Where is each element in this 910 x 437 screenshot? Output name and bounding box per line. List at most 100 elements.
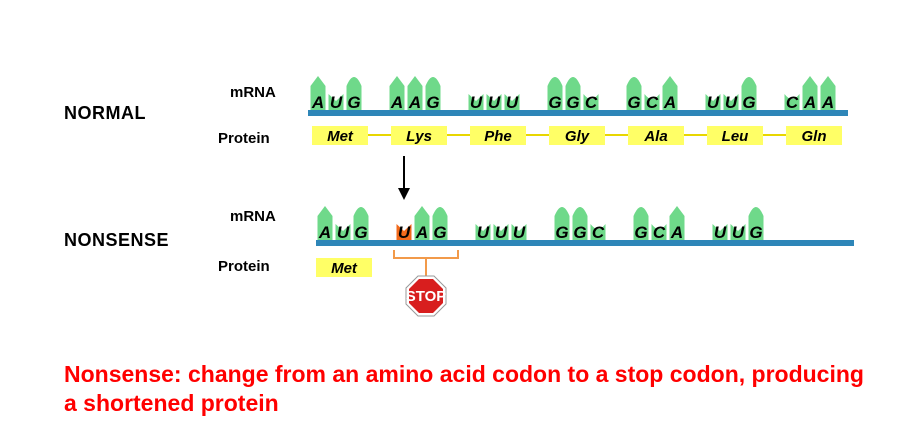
normal-base-letter: U [725,93,738,112]
nonsense-nucleotide [353,207,369,240]
nonsense-base-letter: G [555,223,568,242]
nonsense-nucleotide [651,224,667,240]
normal-amino-acid-label: Ala [643,128,667,145]
nonsense-base-letter: G [749,223,762,242]
normal-amino-acid-box [470,126,526,145]
nonsense-base-letter: G [433,223,446,242]
normal-base-letter: C [646,93,659,112]
normal-amino-acid-label: Phe [484,128,512,145]
nonsense-amino-acid-label: Met [331,260,358,277]
nonsense-nucleotide [317,206,333,240]
normal-amino-acid-box [549,126,605,145]
normal-base-letter: G [566,93,579,112]
nonsense-nucleotide [712,224,728,240]
nonsense-base-letter: U [513,223,526,242]
normal-amino-acid-box [312,126,368,145]
normal-base-letter: A [390,93,403,112]
nonsense-nucleotide [414,206,430,240]
nonsense-base-letter: U [732,223,745,242]
normal-protein-label: Protein [218,130,270,147]
normal-base-letter: U [707,93,720,112]
nonsense-base-letter: C [653,223,666,242]
normal-base-letter: A [821,93,834,112]
nonsense-base-letter: G [354,223,367,242]
normal-nucleotide [425,77,441,110]
nonsense-nucleotide [493,224,509,240]
normal-nucleotide [468,94,484,110]
normal-nucleotide [802,76,818,110]
nonsense-nucleotide [432,207,448,240]
nonsense-nucleotide [669,206,685,240]
normal-mrna-label: mRNA [230,84,276,101]
nonsense-nucleotide [475,224,491,240]
normal-amino-acid-label: Gly [565,128,590,145]
nonsense-mrna-backbone [316,240,854,246]
normal-amino-acid-label: Gln [802,128,827,145]
stop-codon-bracket [393,250,459,259]
nonsense-base-letter: U [477,223,490,242]
normal-nucleotide [705,94,721,110]
normal-base-letter: A [803,93,816,112]
nonsense-base-letter: A [670,223,683,242]
nonsense-nucleotide [748,207,764,240]
normal-base-letter: G [426,93,439,112]
normal-nucleotide [547,77,563,110]
normal-base-letter: C [786,93,799,112]
nonsense-nucleotide [590,224,606,240]
normal-base-letter: U [330,93,343,112]
normal-base-letter: A [311,93,324,112]
stop-sign-text: STOP [406,288,447,305]
caption: Nonsense: change from an amino acid codo… [64,361,864,416]
normal-nucleotide [346,77,362,110]
normal-base-letter: G [627,93,640,112]
normal-nucleotide [504,94,520,110]
nonsense-nucleotide [730,224,746,240]
normal-nucleotide [328,94,344,110]
normal-amino-acid-box [707,126,763,145]
nonsense-base-letter: C [592,223,605,242]
nonsense-amino-acid-box [316,258,372,277]
nonsense-protein-label: Protein [218,258,270,275]
nonsense-base-letter: A [415,223,428,242]
normal-base-letter: G [742,93,755,112]
normal-nucleotide [583,94,599,110]
nonsense-base-letter: U [495,223,508,242]
nonsense-nucleotide [554,207,570,240]
normal-amino-acid-box [628,126,684,145]
normal-base-letter: U [506,93,519,112]
normal-nucleotide [723,94,739,110]
normal-base-letter: U [488,93,501,112]
nonsense-nucleotide [396,224,412,240]
normal-amino-acid-box [786,126,842,145]
nonsense-nucleotide [335,224,351,240]
normal-amino-acid-label: Lys [406,128,432,145]
normal-nucleotide [820,76,836,110]
stop-sign-icon: STOP [405,275,447,317]
normal-amino-acid-label: Leu [722,128,749,145]
normal-nucleotide [784,94,800,110]
nonsense-base-letter: U [398,223,411,242]
nonsense-mrna-label: mRNA [230,208,276,225]
normal-base-letter: A [408,93,421,112]
normal-base-letter: C [585,93,598,112]
nonsense-row-label: NONSENSE [64,230,170,250]
normal-base-letter: G [347,93,360,112]
nonsense-base-letter: U [714,223,727,242]
mutation-arrowhead [398,188,410,200]
normal-nucleotide [662,76,678,110]
nonsense-nucleotide [572,207,588,240]
nonsense-base-letter: G [573,223,586,242]
nonsense-protein-chain: Met [316,258,372,277]
normal-nucleotide [565,77,581,110]
normal-base-letter: G [548,93,561,112]
normal-nucleotide [741,77,757,110]
normal-base-letter: U [470,93,483,112]
normal-nucleotide [389,76,405,110]
normal-amino-acid-box [391,126,447,145]
normal-nucleotide [626,77,642,110]
normal-row-label: NORMAL [64,103,146,123]
